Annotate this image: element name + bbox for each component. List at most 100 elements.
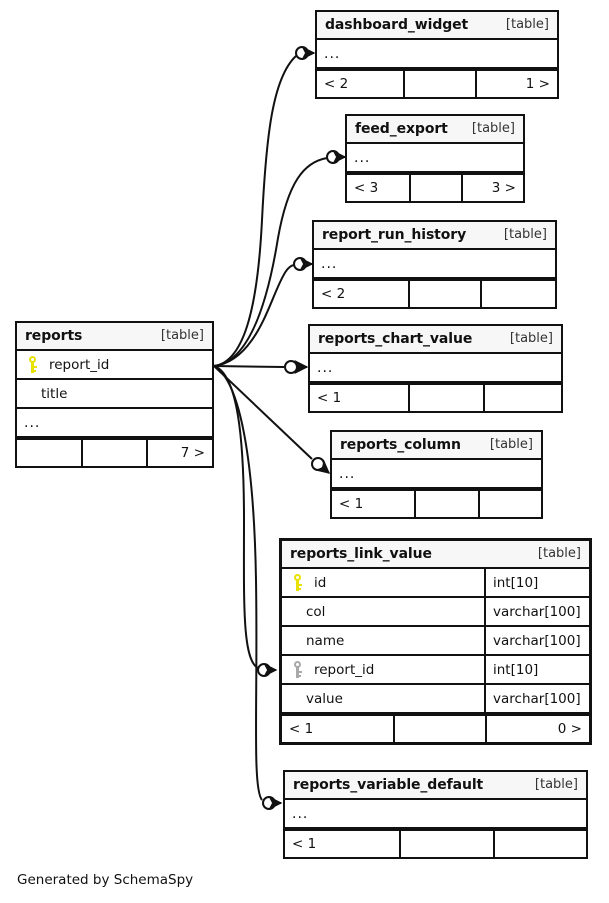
footer-middle	[392, 716, 485, 742]
footer-outgoing-count: 1 >	[475, 71, 557, 97]
table-footer-reports_variable_default: < 1	[285, 829, 586, 857]
table-row[interactable]: col varchar[100]	[282, 598, 589, 627]
table-kind-reports_column: [table]	[489, 437, 533, 452]
table-title-dashboard_widget: dashboard_widget	[325, 16, 469, 33]
column-name: report_id	[49, 356, 110, 373]
footer-outgoing-count	[478, 491, 541, 517]
footer-outgoing-count: 3 >	[461, 175, 523, 201]
table-header-dashboard_widget: dashboard_widget [table]	[317, 12, 557, 40]
table-title-feed_export: feed_export	[355, 120, 448, 137]
footer-incoming-count: < 1	[339, 496, 364, 512]
column-name: id	[314, 574, 327, 591]
more-columns-ellipsis: ...	[17, 409, 212, 438]
table-feed_export[interactable]: feed_export [table] ... < 3 3 >	[345, 114, 525, 203]
footer-middle	[407, 281, 480, 307]
table-header-feed_export: feed_export [table]	[347, 116, 523, 144]
column-cell: report_id	[17, 356, 212, 373]
footer-incoming-count: < 3	[354, 180, 379, 196]
column-type: int[10]	[484, 569, 589, 596]
table-title-reports_link_value: reports_link_value	[290, 545, 432, 562]
footer-outgoing-count	[492, 831, 586, 857]
key-icon-foreign	[292, 661, 305, 678]
more-columns-ellipsis: ...	[347, 144, 523, 173]
edge-endpoint-reports_column	[311, 457, 325, 471]
column-name: report_id	[314, 661, 375, 678]
more-columns-ellipsis: ...	[314, 250, 555, 279]
table-reports_link_value[interactable]: reports_link_value [table] id int[10] co…	[279, 538, 592, 745]
edge-endpoint-reports_chart_value	[284, 360, 298, 374]
table-reports_chart_value[interactable]: reports_chart_value [table] ... < 1	[308, 324, 563, 413]
footer-middle	[403, 71, 475, 97]
footer-outgoing-count	[483, 385, 561, 411]
column-cell: name	[282, 633, 484, 649]
column-cell: value	[282, 691, 484, 707]
table-footer-reports_column: < 1	[332, 489, 541, 517]
key-icon-primary	[27, 356, 40, 373]
more-columns-ellipsis: ...	[285, 800, 586, 829]
table-row[interactable]: value varchar[100]	[282, 685, 589, 714]
table-reports_column[interactable]: reports_column [table] ... < 1	[330, 430, 543, 519]
table-kind-reports_variable_default: [table]	[534, 777, 578, 792]
column-cell: title	[17, 386, 212, 402]
edge-reports-report_run_history	[213, 264, 295, 367]
footer-middle	[81, 440, 145, 466]
table-title-reports: reports	[25, 327, 83, 344]
table-kind-feed_export: [table]	[471, 121, 515, 136]
table-footer-dashboard_widget: < 2 1 >	[317, 69, 557, 97]
table-row[interactable]: name varchar[100]	[282, 627, 589, 656]
table-row[interactable]: report_id int[10]	[282, 656, 589, 685]
key-icon-primary	[292, 574, 305, 591]
footer-incoming-count	[17, 440, 81, 466]
footer-incoming-count: < 2	[321, 286, 346, 302]
column-cell: id	[282, 574, 484, 591]
footer-incoming-count: < 1	[317, 390, 342, 406]
table-row[interactable]: id int[10]	[282, 569, 589, 598]
column-cell: col	[282, 604, 484, 620]
table-header-report_run_history: report_run_history [table]	[314, 222, 555, 250]
table-header-reports: reports [table]	[17, 323, 212, 351]
table-footer-reports_link_value: < 1 0 >	[282, 714, 589, 742]
edge-endpoint-report_run_history	[293, 257, 307, 271]
table-reports_variable_default[interactable]: reports_variable_default [table] ... < 1	[283, 770, 588, 859]
footer-incoming-count: < 2	[324, 76, 349, 92]
table-dashboard_widget[interactable]: dashboard_widget [table] ... < 2 1 >	[315, 10, 559, 99]
table-header-reports_link_value: reports_link_value [table]	[282, 541, 589, 569]
column-name: name	[306, 632, 345, 649]
table-header-reports_chart_value: reports_chart_value [table]	[310, 326, 561, 354]
more-columns-ellipsis: ...	[332, 460, 541, 489]
table-kind-report_run_history: [table]	[503, 227, 547, 242]
column-type: varchar[100]	[484, 685, 589, 712]
column-type: varchar[100]	[484, 627, 589, 654]
table-title-reports_variable_default: reports_variable_default	[293, 776, 484, 793]
edge-endpoint-reports_variable_default	[262, 796, 276, 810]
footer-outgoing-count	[480, 281, 555, 307]
table-title-reports_column: reports_column	[340, 436, 461, 453]
edge-endpoint-dashboard_widget	[295, 46, 309, 60]
edge-reports-reports_variable_default	[213, 365, 263, 801]
column-name: value	[306, 690, 343, 707]
table-footer-reports_chart_value: < 1	[310, 383, 561, 411]
column-type: int[10]	[484, 656, 589, 683]
table-report_run_history[interactable]: report_run_history [table] ... < 2	[312, 220, 557, 309]
table-footer-feed_export: < 3 3 >	[347, 173, 523, 201]
footer-middle	[399, 831, 492, 857]
table-kind-reports_chart_value: [table]	[509, 331, 553, 346]
table-header-reports_column: reports_column [table]	[332, 432, 541, 460]
more-columns-ellipsis: ...	[310, 354, 561, 383]
footer-incoming-count: < 1	[289, 721, 314, 737]
footer-outgoing-count: 7 >	[145, 440, 212, 466]
column-name: title	[41, 385, 68, 402]
edge-endpoint-reports_link_value	[257, 663, 271, 677]
column-cell: report_id	[282, 661, 484, 678]
edge-reports-reports_link_value	[213, 365, 259, 669]
column-type: varchar[100]	[484, 598, 589, 625]
table-kind-reports_link_value: [table]	[537, 546, 581, 561]
table-reports[interactable]: reports [table] report_id title ... 7 >	[15, 321, 214, 468]
table-row[interactable]: title	[17, 380, 212, 409]
table-row[interactable]: report_id	[17, 351, 212, 380]
edge-reports-dashboard_widget	[213, 55, 297, 367]
table-title-reports_chart_value: reports_chart_value	[318, 330, 473, 347]
edge-endpoint-feed_export	[326, 150, 340, 164]
table-kind-reports: [table]	[160, 328, 204, 343]
